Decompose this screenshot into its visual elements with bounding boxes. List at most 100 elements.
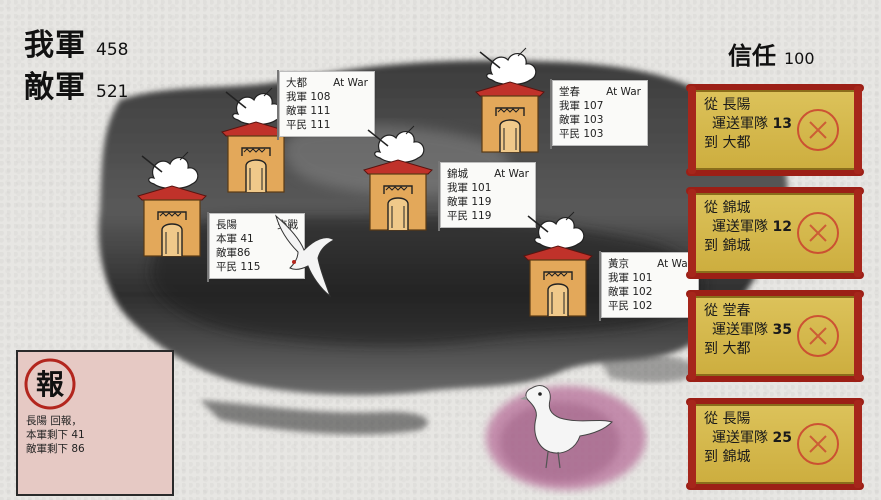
city-changyang-flag[interactable]: 長陽交戰 本軍 41 敵軍86 平民 115 [207,212,305,282]
order-to: 到 錦城 [704,449,751,465]
seal-icon [797,423,839,465]
city-row: 敵軍 111 [286,105,331,117]
scroll-edge [688,189,696,277]
order-scroll-2[interactable]: 從 錦城 運送軍隊 12 到 錦城 [686,187,864,279]
trust-label: 信任 [728,41,776,70]
flag-pole [550,79,552,149]
scroll-body [694,90,856,170]
scroll-body [694,193,856,273]
seal-icon [797,212,839,254]
enemy-army-value: 521 [96,82,129,102]
flag-pole [599,251,601,321]
seal-icon [797,109,839,151]
city-row: 我軍 108 [286,91,331,103]
scroll-rod [686,290,864,298]
scroll-edge [854,86,862,174]
scroll-body [694,404,856,484]
order-from: 從 長陽 [704,411,751,427]
city-huangjing-building[interactable] [518,210,598,320]
city-row: 我軍 101 [447,182,492,194]
scroll-rod [686,84,864,92]
order-to: 到 大都 [704,135,751,151]
order-count: 12 [772,219,792,235]
city-tangchun-flag[interactable]: 堂春 At War 我軍 107 敵軍 103 平民 103 [550,79,648,149]
scroll-rod [686,187,864,195]
order-from: 從 錦城 [704,200,751,216]
city-name: 黃京 [608,258,629,270]
city-jincheng-building[interactable] [358,124,438,234]
flag-pole [438,161,440,231]
city-row: 平民 115 [216,261,261,273]
order-text: 從 堂春 運送軍隊 35 到 大都 [704,302,792,359]
enemy-army-label: 敵軍 [24,70,86,105]
city-name: 大都 [286,77,307,89]
order-from: 從 堂春 [704,303,751,319]
city-row: 敵軍 103 [559,114,604,126]
city-row: 敵軍 102 [608,286,653,298]
city-row: 我軍 101 [608,272,653,284]
order-count: 35 [772,322,792,338]
city-status: At War [333,77,368,89]
order-scroll-3[interactable]: 從 堂春 運送軍隊 35 到 大都 [686,290,864,382]
scroll-rod [686,168,864,176]
scroll-edge [688,86,696,174]
order-scroll-1[interactable]: 從 長陽 運送軍隊 13 到 大都 [686,84,864,176]
order-text: 從 長陽 運送軍隊 25 到 錦城 [704,410,792,467]
city-name: 錦城 [447,168,468,180]
seal-icon [797,315,839,357]
city-name: 堂春 [559,86,580,98]
scroll-rod [686,482,864,490]
order-count: 13 [772,116,792,132]
report-title: 報 [36,368,65,401]
city-row: 我軍 107 [559,100,604,112]
order-send: 運送軍隊 [712,322,768,338]
order-scroll-4[interactable]: 從 長陽 運送軍隊 25 到 錦城 [686,398,864,490]
city-row: 敵軍86 [216,247,251,259]
dove-portrait[interactable] [480,372,650,496]
flag-pole [277,70,279,140]
city-row: 平民 103 [559,128,604,140]
our-army-value: 458 [96,40,129,60]
city-row: 敵軍 119 [447,196,492,208]
city-tangchun-building[interactable] [470,46,550,156]
city-jincheng-flag[interactable]: 錦城 At War 我軍 101 敵軍 119 平民 119 [438,161,536,231]
order-to: 到 錦城 [704,238,751,254]
order-send: 運送軍隊 [712,219,768,235]
city-row: 平民 111 [286,119,331,131]
order-send: 運送軍隊 [712,430,768,446]
city-dadu-building[interactable] [216,86,296,196]
scroll-rod [686,271,864,279]
city-dadu-flag[interactable]: 大都 At War 我軍 108 敵軍 111 平民 111 [277,70,375,140]
scroll-rod [686,398,864,406]
scroll-edge [854,189,862,277]
report-line: 本軍剩下 41 [26,429,85,441]
flying-dove-icon[interactable] [270,210,340,302]
report-line: 敵軍剩下 86 [26,443,85,455]
enemy-army-stat: 敵軍 521 [24,62,128,106]
scroll-edge [688,400,696,488]
report-text: 長陽 回報， 本軍剩下 41 敵軍剩下 86 [26,414,85,456]
city-status: At War [606,86,641,98]
order-text: 從 錦城 運送軍隊 12 到 錦城 [704,199,792,256]
order-to: 到 大都 [704,341,751,357]
report-seal-icon: 報 [24,358,76,410]
scroll-rod [686,374,864,382]
scroll-edge [854,400,862,488]
trust-stat: 信任 100 [728,36,815,71]
order-text: 從 長陽 運送軍隊 13 到 大都 [704,96,792,153]
flag-pole [207,212,209,282]
city-row: 本軍 41 [216,233,254,245]
trust-value: 100 [784,49,815,68]
report-line: 長陽 回報， [26,415,82,427]
our-army-stat: 我軍 458 [24,20,128,64]
our-army-label: 我軍 [24,28,86,63]
order-send: 運送軍隊 [712,116,768,132]
order-count: 25 [772,430,792,446]
report-panel[interactable]: 報 長陽 回報， 本軍剩下 41 敵軍剩下 86 [16,350,174,496]
city-changyang-building[interactable] [132,150,212,260]
city-row: 平民 119 [447,210,492,222]
city-status: At War [657,258,692,270]
city-status: At War [494,168,529,180]
city-name: 長陽 [216,219,237,231]
